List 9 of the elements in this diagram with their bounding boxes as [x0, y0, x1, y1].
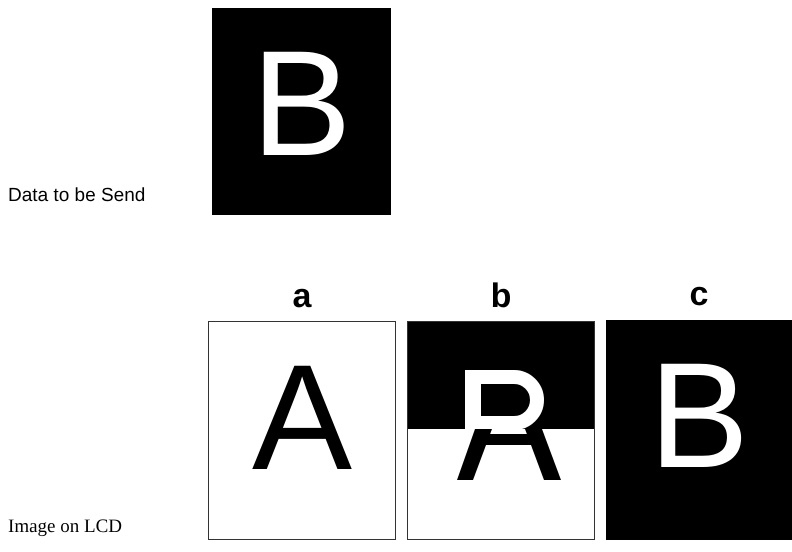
display-letter: A [250, 342, 354, 492]
display-letter: B [648, 340, 750, 490]
panel-letter: b [490, 276, 512, 316]
panel-letter: a [292, 276, 313, 316]
caption: Image on LCD [8, 516, 122, 538]
panel-letter: c [688, 274, 710, 314]
display-letter: B [250, 28, 353, 178]
lcd-screen [212, 8, 391, 215]
node-label: Data to be Send [8, 185, 146, 207]
